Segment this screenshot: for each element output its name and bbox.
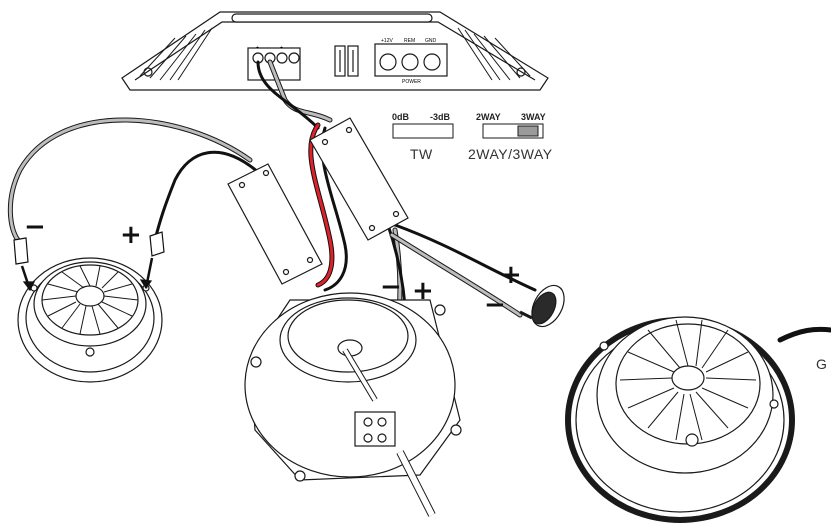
- amp-speaker-sign-1: +: [256, 45, 259, 51]
- right-speaker-cable: [777, 326, 831, 343]
- tw-switch-right-label: -3dB: [430, 112, 450, 122]
- center-woofer-plus-sign: +: [412, 276, 434, 306]
- crossover-right: [309, 117, 409, 241]
- left-midbass-connectors: [13, 231, 165, 292]
- tw-switch-left-label: 0dB: [392, 112, 410, 122]
- tweeter-level-switch: [392, 123, 454, 139]
- right-speaker: [565, 316, 795, 523]
- way-switch-right-label: 3WAY: [521, 112, 546, 122]
- left-midbass-speaker: [17, 257, 163, 383]
- way-switch-left-label: 2WAY: [476, 112, 501, 122]
- amp-speaker-sign-2: -: [268, 45, 270, 51]
- amplifier: [121, 11, 549, 91]
- amp-speaker-sign-3: +: [280, 45, 283, 51]
- tweeter: [519, 284, 565, 328]
- amp-power-label: POWER: [402, 79, 421, 85]
- tweeter-minus-sign: −: [484, 290, 506, 320]
- center-woofer-minus-sign: −: [380, 272, 402, 302]
- left-midbass-minus-sign: −: [24, 212, 46, 242]
- crossover-left: [227, 163, 323, 285]
- amp-speaker-sign-4: -: [292, 45, 294, 51]
- tw-switch-caption: TW: [410, 146, 433, 162]
- amp-terminal-label-12v: +12V: [381, 38, 393, 44]
- left-midbass-plus-sign: +: [120, 220, 142, 250]
- center-woofer: [244, 292, 462, 517]
- edge-label-g: G: [816, 356, 827, 372]
- way-switch-caption: 2WAY/3WAY: [468, 146, 553, 162]
- amp-terminal-label-rem: REM: [404, 38, 415, 44]
- way-switch: [482, 123, 544, 139]
- amp-terminal-label-gnd: GND: [425, 38, 437, 44]
- black-wire-tweeter: [393, 223, 537, 292]
- black-wire-amp: [256, 60, 320, 130]
- black-wire-left: [153, 150, 260, 242]
- tweeter-plus-sign: +: [500, 260, 522, 290]
